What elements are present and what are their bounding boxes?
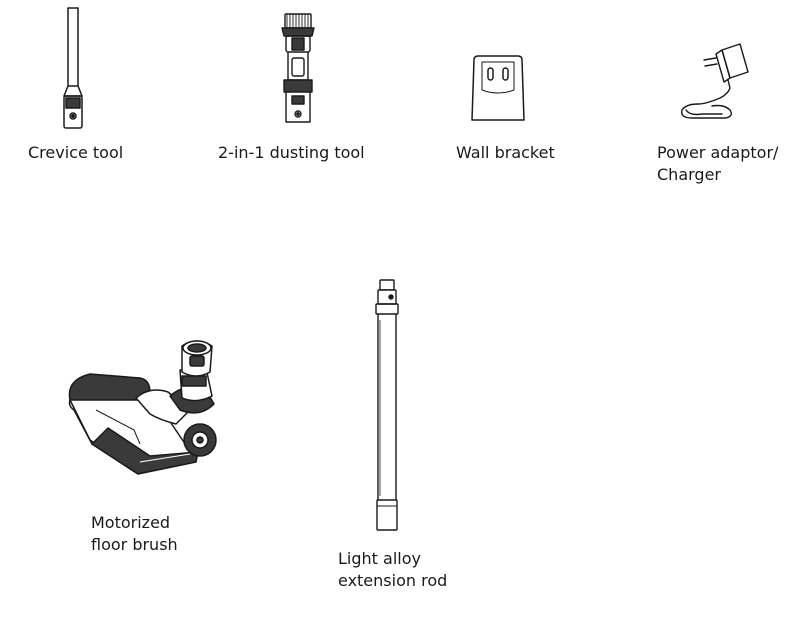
- extension-rod-label-line2: extension rod: [338, 571, 448, 590]
- floor-brush-label-line2: floor brush: [91, 535, 178, 554]
- extension-rod-label-line1: Light alloy: [338, 549, 421, 568]
- dusting-tool-label: 2-in-1 dusting tool: [218, 143, 365, 162]
- power-adaptor-label: Power adaptor/ Charger: [657, 142, 778, 186]
- power-adaptor-label-line1: Power adaptor/: [657, 143, 779, 162]
- crevice-tool-label: Crevice tool: [28, 143, 124, 162]
- extension-rod-label: Light alloy extension rod: [338, 548, 447, 592]
- floor-brush-label-line1: Motorized: [91, 513, 171, 532]
- floor-brush-label: Motorized floor brush: [91, 512, 178, 556]
- wall-bracket-label: Wall bracket: [456, 143, 555, 162]
- power-adaptor-label-line2: Charger: [657, 165, 721, 184]
